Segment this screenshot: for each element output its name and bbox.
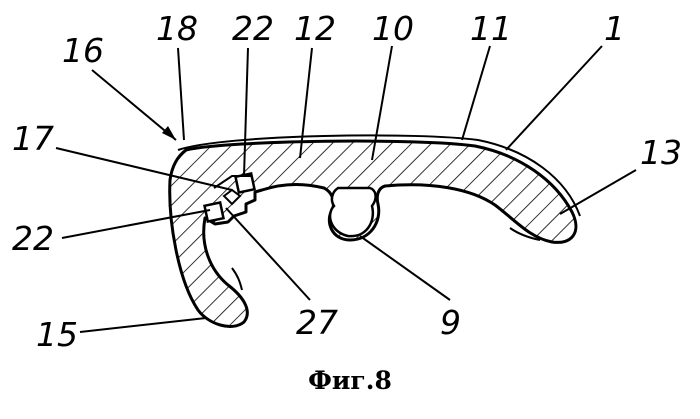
label-9: 9 bbox=[440, 303, 461, 342]
label-22-top: 22 bbox=[232, 9, 274, 48]
label-16: 16 bbox=[62, 31, 104, 70]
label-17: 17 bbox=[12, 119, 54, 158]
label-13: 13 bbox=[640, 133, 682, 172]
figure-caption: Фиг.8 bbox=[0, 366, 700, 395]
label-11: 11 bbox=[470, 9, 512, 48]
label-10: 10 bbox=[372, 9, 414, 48]
slot-9 bbox=[330, 188, 376, 236]
profile-section bbox=[170, 141, 576, 326]
label-27: 27 bbox=[296, 303, 338, 342]
label-12: 12 bbox=[294, 9, 336, 48]
skin-end-15 bbox=[232, 268, 242, 290]
label-1: 1 bbox=[604, 9, 625, 48]
label-18: 18 bbox=[156, 9, 198, 48]
label-22-left: 22 bbox=[12, 219, 54, 258]
label-15: 15 bbox=[36, 315, 78, 354]
